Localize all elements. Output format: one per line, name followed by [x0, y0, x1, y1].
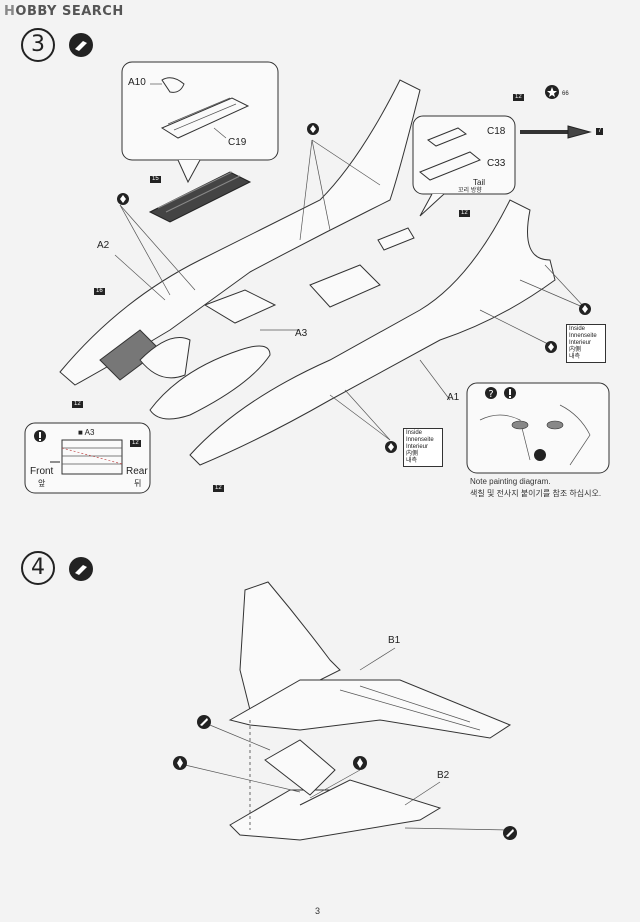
label-a1: A1 [447, 392, 460, 403]
watermark: HOBBY SEARCH [4, 4, 124, 19]
cement-icon [306, 122, 320, 141]
label-front: Front [30, 466, 54, 477]
part-c18-shape [426, 127, 468, 147]
part-b2-wing [229, 779, 442, 841]
question-icon: ? [484, 386, 498, 405]
label-front-kr: 앞 [38, 479, 46, 488]
paint-badge-12-c: 12 [213, 485, 224, 492]
glue-icon [68, 32, 94, 63]
fuselage-a2-shape [59, 79, 421, 386]
label-rear-kr: 뒤 [134, 479, 142, 488]
inside-en: Inside [569, 326, 586, 332]
paint-badge-12-b: 12 [130, 440, 141, 447]
glue-tube-icon [352, 755, 368, 776]
bulkhead-shape [309, 264, 381, 308]
part-a3-shape [203, 289, 277, 324]
tail-cone-shape [377, 227, 415, 251]
inside-jp: 内側 [406, 451, 419, 457]
caution-icon [503, 386, 517, 405]
detail-pins-box [466, 382, 610, 474]
cement-icon [196, 714, 212, 735]
cement-icon [384, 440, 398, 459]
painted-seat-shape [148, 171, 252, 223]
inside-fr: Interieur [406, 444, 429, 450]
glue-tube-icon [172, 755, 188, 776]
label-rear: Rear [126, 466, 148, 477]
watermark-logo: H [4, 4, 16, 19]
part-a10-shape [161, 77, 185, 93]
cement-icon [502, 825, 518, 846]
label-c33: C33 [487, 158, 506, 169]
paint-badge-12-a: 12 [72, 401, 83, 408]
inside-en: Inside [406, 430, 423, 436]
watermark-text: OBBY SEARCH [15, 4, 124, 19]
star-icon [544, 84, 560, 105]
label-tail-kr: 꼬리 방향 [458, 188, 482, 194]
label-a3-box: ■ A3 [78, 428, 95, 437]
paint-badge-12-e: 12 [513, 94, 524, 101]
paint-badge-66: 66 [562, 91, 569, 97]
paint-badge-7: 7 [596, 128, 604, 135]
label-c19: C19 [228, 137, 247, 148]
label-b1: B1 [388, 635, 401, 646]
svg-text:?: ? [488, 389, 493, 400]
inside-jp: 内側 [569, 347, 582, 353]
part-c33-shape [419, 151, 481, 181]
note-painting-en: Note painting diagram. [470, 477, 551, 486]
cement-icon [544, 340, 558, 359]
label-a3: A3 [295, 328, 308, 339]
glue-icon [68, 556, 94, 587]
page-number: 3 [315, 906, 321, 916]
paint-badge-12-d: 12 [459, 210, 470, 217]
part-b1-wing [228, 679, 512, 739]
paint-badge-16: 16 [94, 288, 105, 295]
label-b2: B2 [437, 770, 450, 781]
inside-paint-box-right: Inside Innenseite Interieur 内側 내측 [566, 324, 606, 363]
step-3-diagram [24, 61, 610, 494]
inside-paint-box-left: Inside Innenseite Interieur 内側 내측 [403, 428, 443, 467]
exclamation-icon [33, 429, 47, 448]
step-4-number: 4 [21, 551, 55, 585]
paint-badge-15: 15 [150, 176, 161, 183]
inside-de: Innenseite [406, 437, 434, 443]
inside-kr: 내측 [569, 354, 581, 360]
nacelle-shape [149, 345, 271, 420]
label-a2: A2 [97, 240, 110, 251]
label-tail: Tail [473, 178, 486, 187]
ejection-seat-shape [139, 337, 191, 379]
inside-de: Innenseite [569, 333, 597, 339]
inside-kr: 내측 [406, 458, 418, 464]
step-4-diagram [184, 581, 512, 841]
cement-icon [116, 192, 130, 211]
label-c18: C18 [487, 126, 506, 137]
part-b2-root [264, 739, 336, 796]
label-a10: A10 [128, 77, 146, 88]
inside-fr: Interieur [569, 340, 592, 346]
fuselage-a1-shape [189, 199, 556, 466]
cement-icon [578, 302, 592, 321]
step-3-number: 3 [21, 28, 55, 62]
note-painting-kr: 색칠 및 전사지 붙이기를 참조 하십시오. [470, 489, 602, 498]
